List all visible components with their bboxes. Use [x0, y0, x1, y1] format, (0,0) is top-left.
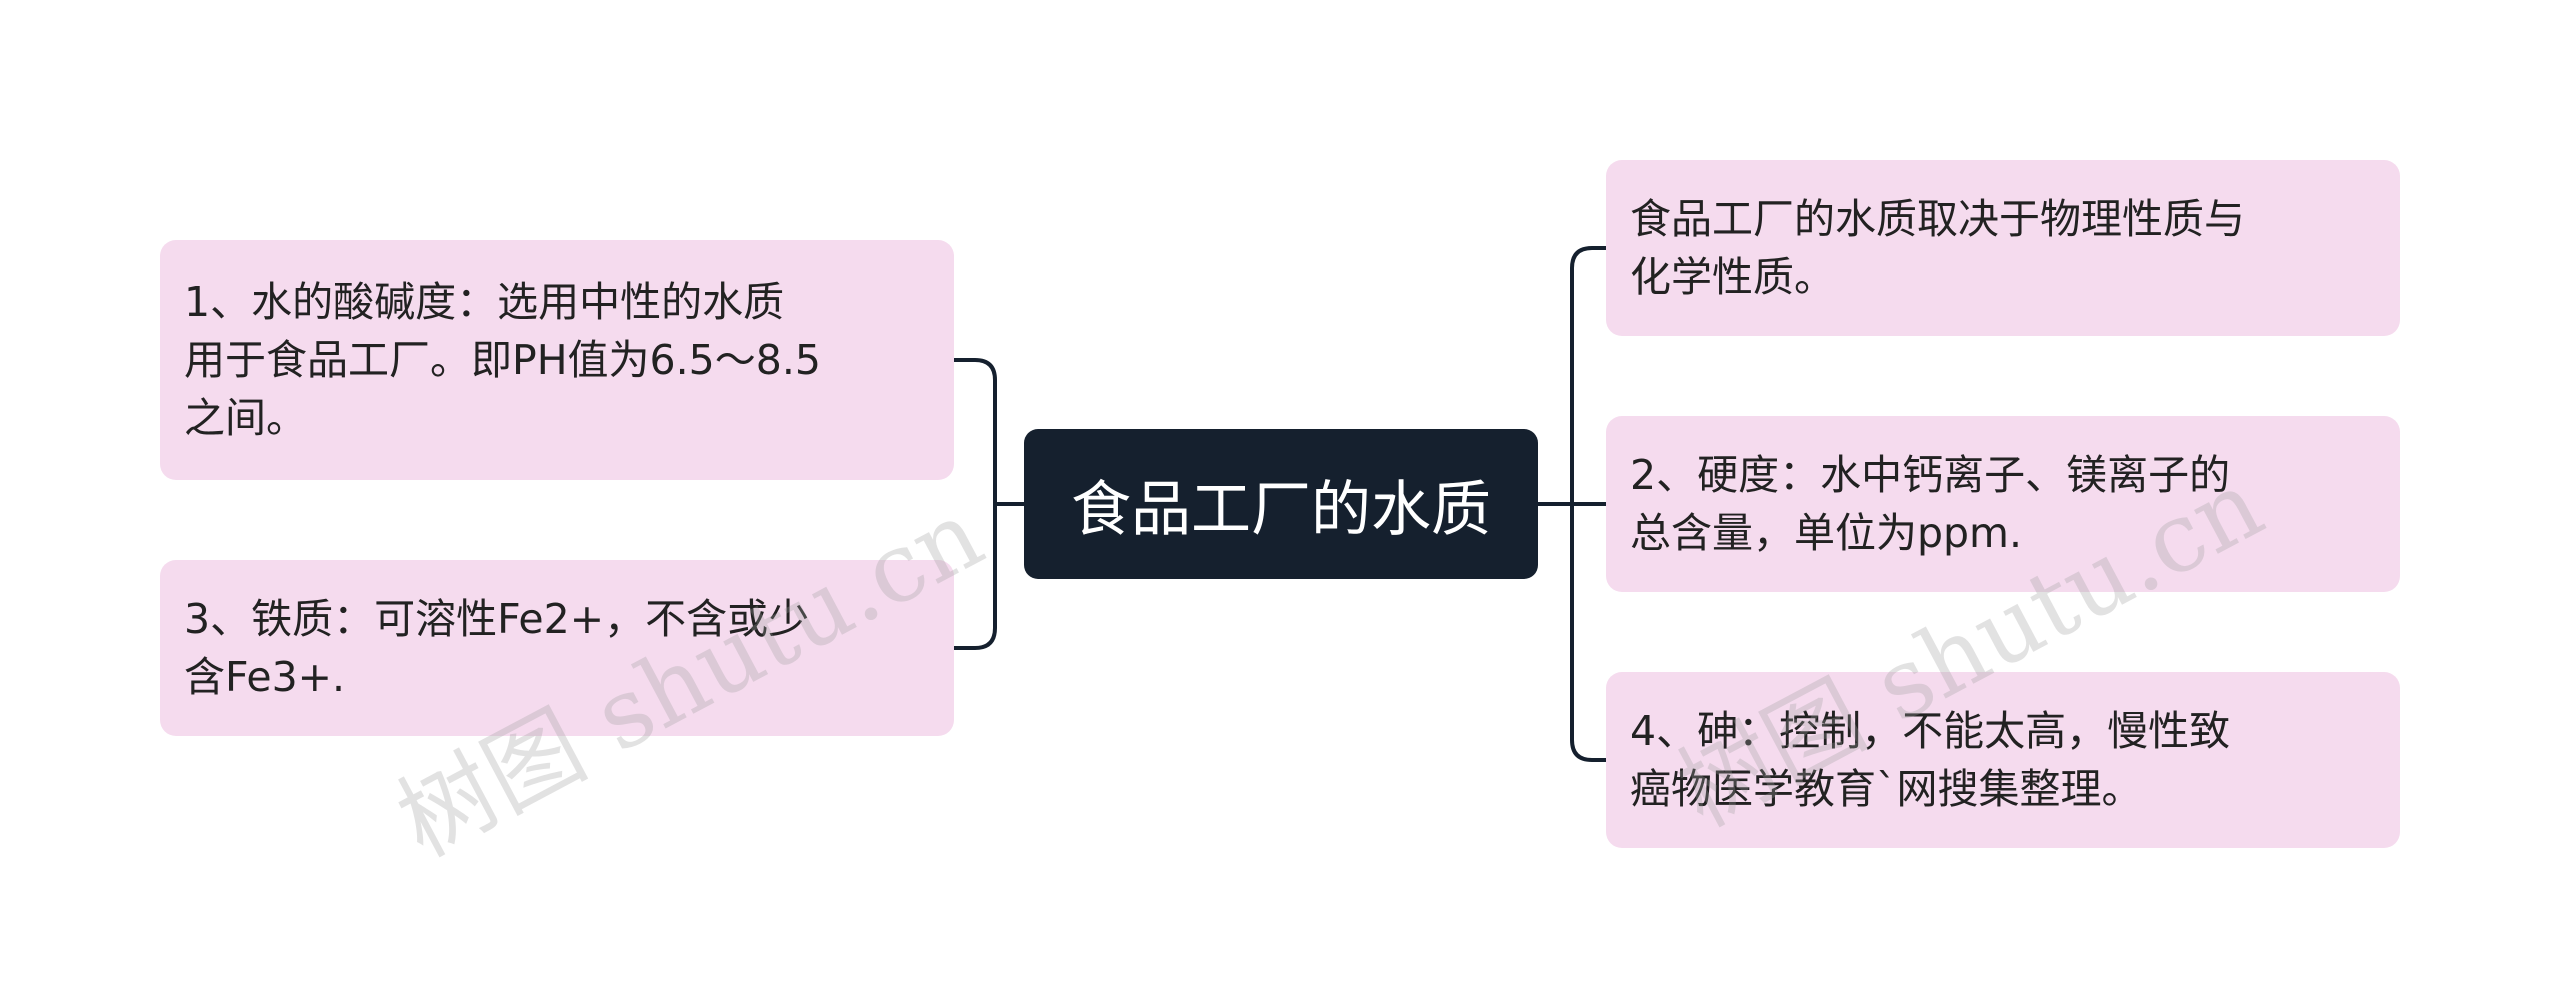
- topic-node-iron[interactable]: 3、铁质：可溶性Fe2+，不含或少 含Fe3+.: [160, 560, 954, 736]
- topic-node-ph[interactable]: 1、水的酸碱度：选用中性的水质 用于食品工厂。即PH值为6.5～8.5 之间。: [160, 240, 954, 480]
- topic-node-arsenic[interactable]: 4、砷：控制，不能太高，慢性致 癌物医学教育`网搜集整理。: [1606, 672, 2400, 848]
- root-node[interactable]: 食品工厂的水质: [1024, 429, 1538, 579]
- topic-node-label: 4、砷：控制，不能太高，慢性致 癌物医学教育`网搜集整理。: [1630, 707, 2231, 813]
- topic-node-label: 3、铁质：可溶性Fe2+，不含或少 含Fe3+.: [184, 595, 810, 701]
- topic-node-hardness[interactable]: 2、硬度：水中钙离子、镁离子的 总含量，单位为ppm.: [1606, 416, 2400, 592]
- topic-node-label: 2、硬度：水中钙离子、镁离子的 总含量，单位为ppm.: [1630, 451, 2231, 557]
- topic-node-label: 1、水的酸碱度：选用中性的水质 用于食品工厂。即PH值为6.5～8.5 之间。: [184, 278, 821, 442]
- topic-node-quality-basis[interactable]: 食品工厂的水质取决于物理性质与 化学性质。: [1606, 160, 2400, 336]
- topic-node-label: 食品工厂的水质取决于物理性质与 化学性质。: [1630, 195, 2245, 301]
- connector-left-bracket: [954, 358, 997, 650]
- root-node-label: 食品工厂的水质: [1071, 474, 1491, 545]
